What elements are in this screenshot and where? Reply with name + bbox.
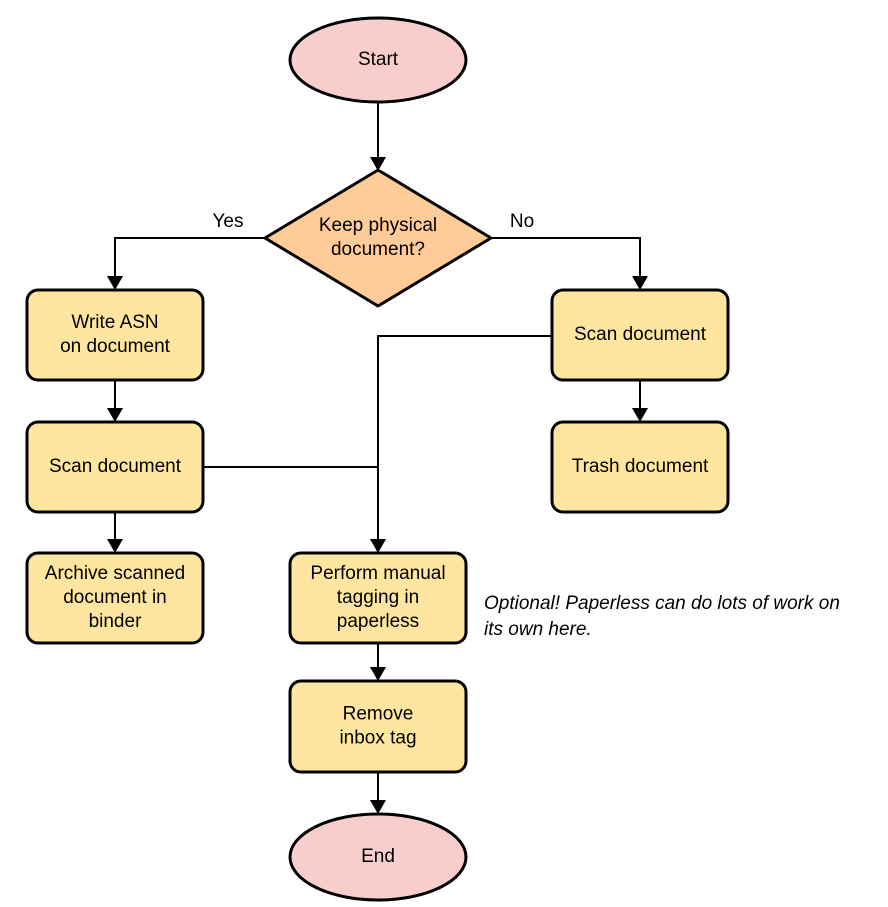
node-remove-inbox-tag[interactable]: Remove inbox tag xyxy=(288,679,468,774)
node-label: Perform manual xyxy=(310,563,445,584)
node-start[interactable]: Start xyxy=(288,16,468,104)
edge-scan-left-to-archive xyxy=(107,512,123,553)
node-label: Scan document xyxy=(49,456,182,477)
node-label: Keep physical xyxy=(319,215,437,236)
annotation-line: Optional! Paperless can do lots of work … xyxy=(484,593,840,614)
arrowhead-icon xyxy=(370,157,386,171)
edge-decision-no-to-scan-right: No xyxy=(491,211,648,290)
node-label: inbox tag xyxy=(339,728,416,749)
edge-start-to-decision xyxy=(370,102,386,171)
node-shape-process[interactable] xyxy=(288,679,468,774)
node-label: Remove xyxy=(343,704,414,725)
node-scan-right[interactable]: Scan document xyxy=(550,288,730,382)
node-label: document in xyxy=(63,587,167,608)
node-label: binder xyxy=(89,611,142,632)
edge-scan-right-to-manual-tagging xyxy=(370,335,552,553)
node-shape-process[interactable] xyxy=(550,288,730,382)
edge-scan-right-to-trash xyxy=(632,380,648,422)
node-label: Archive scanned xyxy=(45,563,185,584)
edge-write-asn-to-scan-left xyxy=(107,380,123,422)
node-label: End xyxy=(361,846,395,867)
edge-decision-yes-to-write-asn: Yes xyxy=(107,211,265,290)
node-write-asn[interactable]: Write ASN on document xyxy=(25,288,205,382)
node-label: Start xyxy=(358,49,399,70)
edges-layer: Yes No xyxy=(107,102,648,814)
edge-label-decision-no-to-scan-right: No xyxy=(510,211,534,232)
node-label: Scan document xyxy=(574,324,707,345)
node-end[interactable]: End xyxy=(288,812,468,902)
edge-manual-tagging-to-remove-inbox-tag xyxy=(370,643,386,681)
node-shape-terminator[interactable] xyxy=(288,812,468,902)
node-shape-terminator[interactable] xyxy=(288,16,468,104)
node-archive-binder[interactable]: Archive scanned document in binder xyxy=(25,551,205,645)
node-label: document? xyxy=(331,239,425,260)
edge-path xyxy=(114,237,265,287)
edge-remove-inbox-tag-to-end xyxy=(370,772,386,814)
node-keep-physical[interactable]: Keep physical document? xyxy=(263,168,493,308)
node-manual-tagging[interactable]: Perform manual tagging in paperless xyxy=(288,551,468,645)
node-label: tagging in xyxy=(337,587,419,608)
node-trash[interactable]: Trash document xyxy=(550,420,730,514)
arrowhead-icon xyxy=(370,539,386,553)
node-label: paperless xyxy=(337,611,419,632)
node-shape-process[interactable] xyxy=(25,551,205,645)
arrowhead-icon xyxy=(370,667,386,681)
edge-path xyxy=(491,237,641,287)
arrowhead-icon xyxy=(107,539,123,553)
node-shape-process[interactable] xyxy=(25,288,205,382)
annotation-line: its own here. xyxy=(484,619,592,640)
node-label: on document xyxy=(60,336,171,357)
node-shape-process[interactable] xyxy=(550,420,730,514)
node-scan-left[interactable]: Scan document xyxy=(25,420,205,514)
edge-label-decision-yes-to-write-asn: Yes xyxy=(213,211,244,232)
annotation-optional-note: Optional! Paperless can do lots of work … xyxy=(484,593,840,640)
arrowhead-icon xyxy=(632,276,648,290)
arrowhead-icon xyxy=(632,408,648,422)
node-label: Write ASN xyxy=(71,312,158,333)
arrowhead-icon xyxy=(370,800,386,814)
arrowhead-icon xyxy=(107,408,123,422)
edge-path xyxy=(377,335,552,550)
node-shape-decision[interactable] xyxy=(263,168,493,308)
annotations-layer: Optional! Paperless can do lots of work … xyxy=(484,593,840,640)
node-shape-process[interactable] xyxy=(25,420,205,514)
node-shape-process[interactable] xyxy=(288,551,468,645)
node-label: Trash document xyxy=(572,456,709,477)
arrowhead-icon xyxy=(107,276,123,290)
